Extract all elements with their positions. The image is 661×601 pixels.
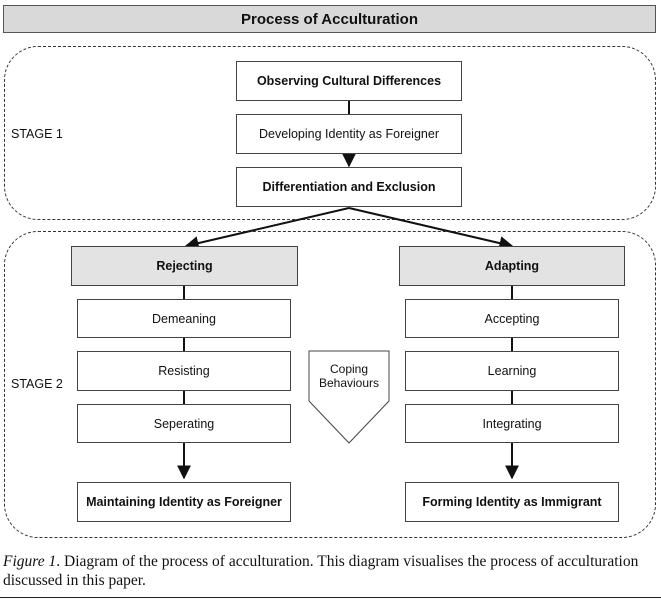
figure-label: Figure 1: [3, 553, 57, 570]
box-seperating: Seperating: [77, 404, 291, 443]
stage-1-label: STAGE 1: [11, 127, 63, 141]
box-developing-identity-foreigner: Developing Identity as Foreigner: [236, 114, 462, 154]
box-differentiation-exclusion: Differentiation and Exclusion: [236, 167, 462, 207]
box-learning: Learning: [405, 351, 619, 391]
box-forming-identity-immigrant: Forming Identity as Immigrant: [405, 482, 619, 522]
figure-caption: Figure 1. Diagram of the process of accu…: [3, 552, 653, 590]
box-integrating: Integrating: [405, 404, 619, 443]
arrow-to-adapting: [348, 207, 514, 250]
stage-2-container: [4, 231, 656, 538]
stage-2-label: STAGE 2: [11, 377, 63, 391]
coping-pentagon: [308, 350, 390, 444]
caption-rule: [0, 597, 661, 598]
diagram-title: Process of Acculturation: [3, 5, 656, 33]
arrow-to-rejecting: [184, 207, 350, 250]
caption-text: . Diagram of the process of acculturatio…: [3, 553, 639, 589]
box-demeaning: Demeaning: [77, 299, 291, 338]
box-rejecting: Rejecting: [71, 246, 298, 286]
stage-1-container: [4, 46, 656, 220]
coping-behaviours-label: Coping Behaviours: [318, 362, 380, 390]
box-observing-cultural-differences: Observing Cultural Differences: [236, 61, 462, 101]
box-adapting: Adapting: [399, 246, 625, 286]
box-maintaining-identity-foreigner: Maintaining Identity as Foreigner: [77, 482, 291, 522]
box-accepting: Accepting: [405, 299, 619, 338]
box-resisting: Resisting: [77, 351, 291, 391]
